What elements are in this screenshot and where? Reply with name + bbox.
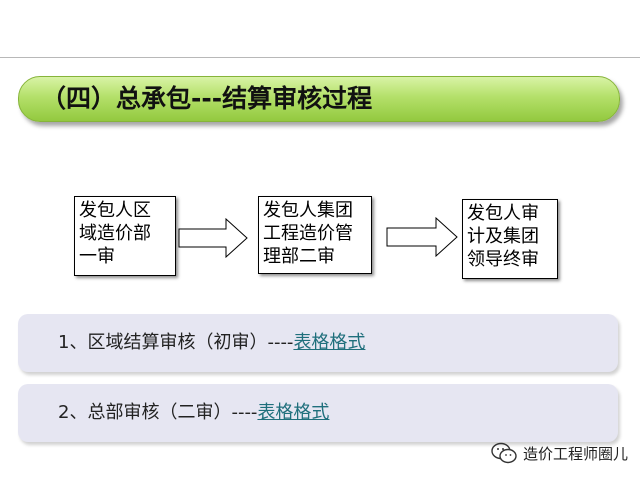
page-title: （四）总承包---结算审核过程 (41, 84, 373, 113)
flow-step-1: 发包人区 域造价部 一审 (74, 196, 176, 276)
wechat-icon (491, 442, 517, 464)
title-banner: （四）总承包---结算审核过程 (18, 76, 620, 122)
top-divider (0, 57, 640, 58)
list-item: 2、总部审核（二审）----表格格式 (18, 384, 618, 442)
list-item-text: 2、总部审核（二审）----表格格式 (58, 400, 329, 426)
watermark-text: 造价工程师圈儿 (522, 444, 628, 463)
list-item-text: 1、区域结算审核（初审）----表格格式 (58, 330, 365, 356)
item-label: 2、总部审核（二审）---- (58, 402, 258, 423)
arrow-right-icon (386, 217, 458, 257)
watermark: 造价工程师圈儿 (491, 440, 628, 466)
list-item: 1、区域结算审核（初审）----表格格式 (18, 314, 618, 372)
arrow-right-icon (178, 218, 248, 258)
flow-step-2: 发包人集团 工程造价管 理部二审 (258, 196, 372, 274)
flow-step-3: 发包人审 计及集团 领导终审 (462, 199, 558, 279)
item-label: 1、区域结算审核（初审）---- (58, 332, 294, 353)
table-format-link[interactable]: 表格格式 (293, 332, 366, 353)
table-format-link[interactable]: 表格格式 (257, 402, 330, 423)
